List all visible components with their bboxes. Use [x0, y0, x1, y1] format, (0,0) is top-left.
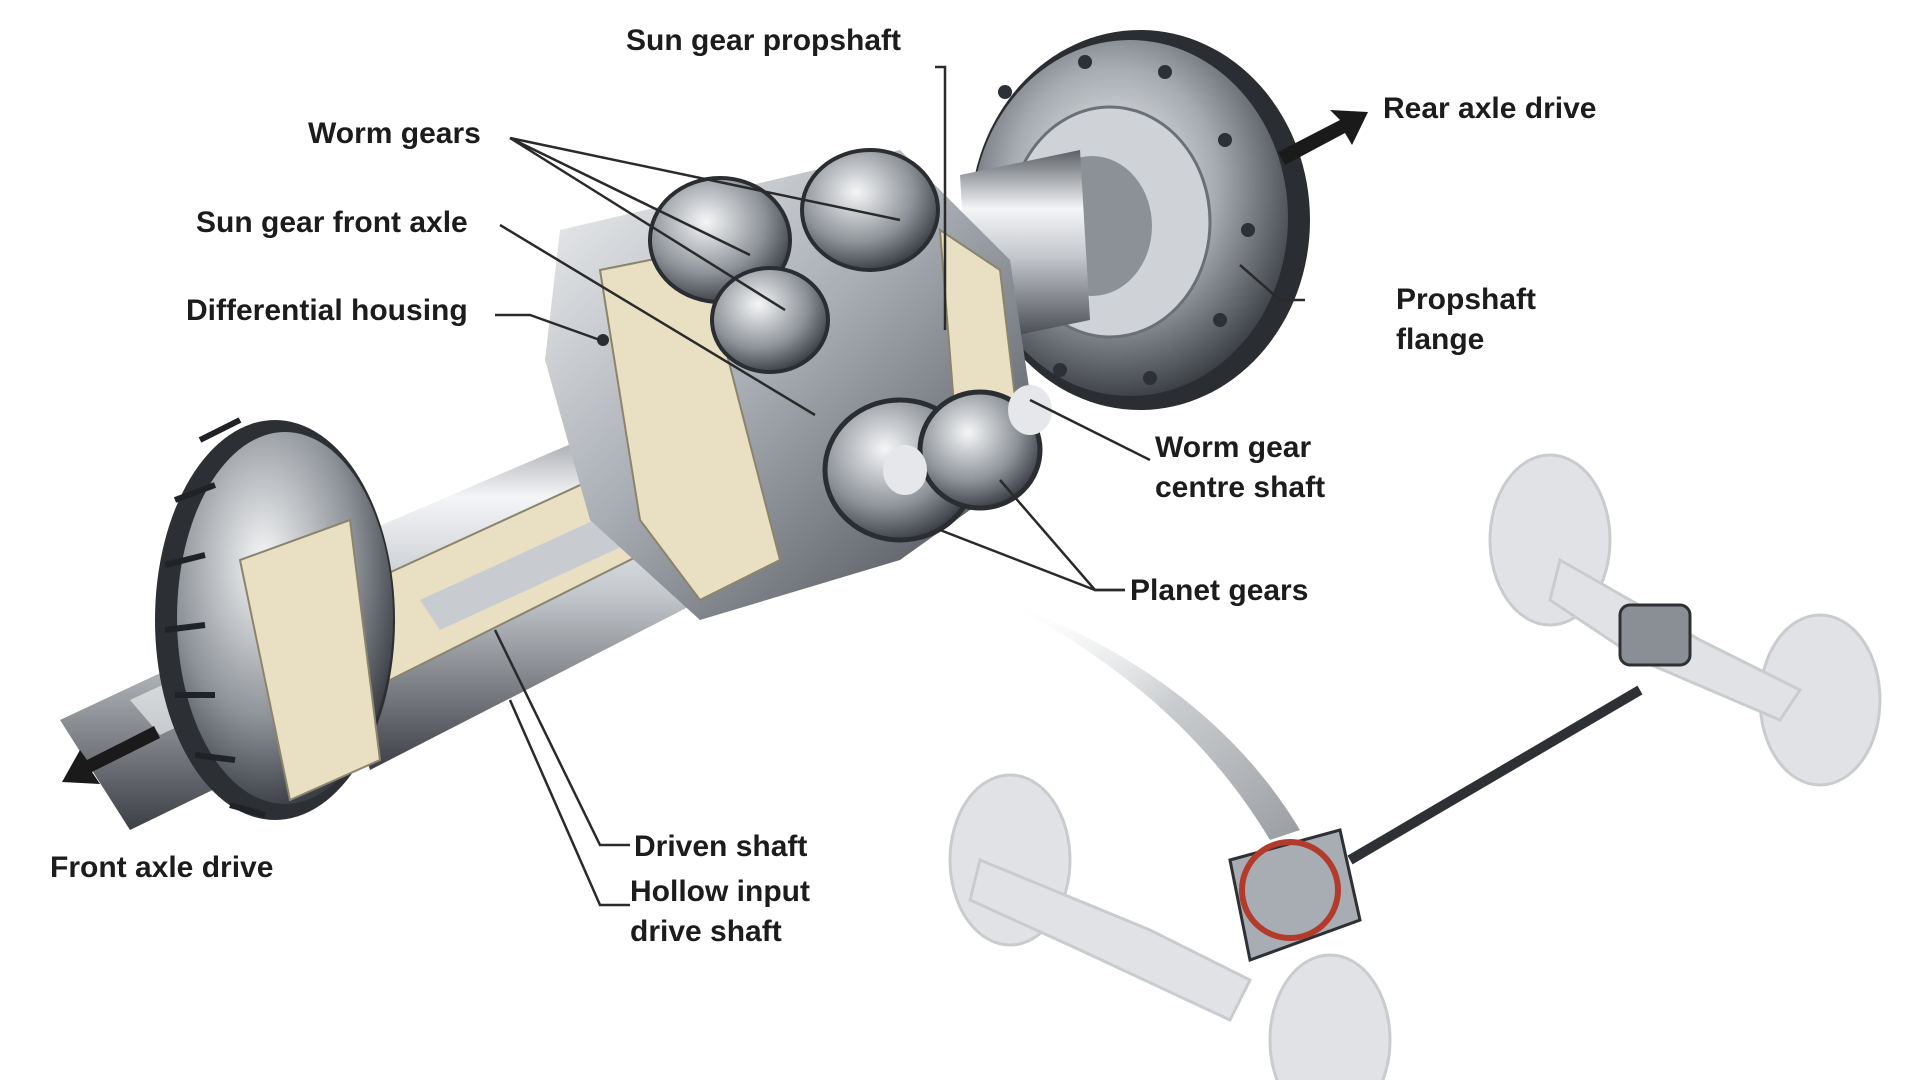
label-differential-housing: Differential housing [186, 294, 468, 327]
label-worm-gears: Worm gears [308, 117, 481, 150]
leader-lines [493, 65, 1305, 907]
label-worm-gear-centre-shaft-line1: Worm gear [1155, 431, 1312, 464]
planet-gears [822, 385, 1052, 543]
label-driven-shaft: Driven shaft [634, 830, 808, 863]
label-propshaft-flange-line2: flange [1396, 323, 1485, 356]
drivetrain-overview [948, 453, 1882, 1080]
label-front-axle-drive: Front axle drive [50, 851, 274, 884]
label-hollow-input-drive-shaft-line2: drive shaft [630, 915, 782, 948]
label-hollow-input-drive-shaft-line1: Hollow input [630, 875, 810, 908]
highlight-circle [1239, 839, 1341, 941]
direction-arrow-front [62, 726, 160, 784]
label-worm-gear-centre-shaft-line2: centre shaft [1155, 471, 1326, 504]
front-drive-gear [155, 417, 395, 820]
worm-gears [648, 148, 940, 374]
label-sun-gear-front-axle: Sun gear front axle [196, 206, 468, 239]
label-rear-axle-drive: Rear axle drive [1383, 92, 1597, 125]
label-propshaft-flange-line1: Propshaft [1396, 283, 1537, 316]
label-planet-gears: Planet gears [1130, 574, 1309, 607]
direction-arrow-rear [1278, 110, 1368, 165]
label-sun-gear-propshaft: Sun gear propshaft [626, 24, 902, 57]
